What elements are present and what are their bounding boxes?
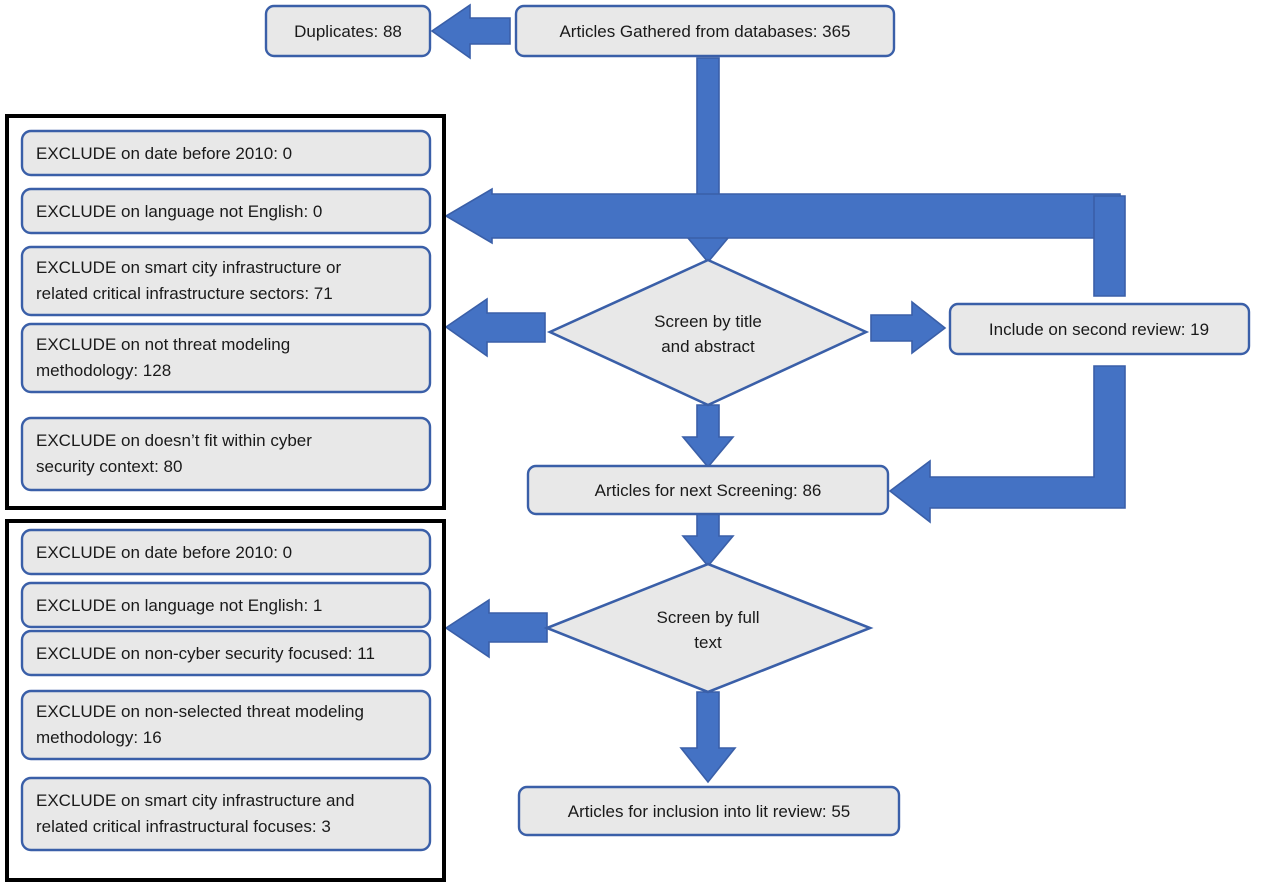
node-include-second-review-label: Include on second review: 19 bbox=[989, 320, 1209, 339]
exclusion-item-label-line2: related critical infrastructural focuses… bbox=[36, 817, 331, 836]
exclusion-item[interactable]: EXCLUDE on language not English: 0 bbox=[20, 187, 432, 235]
exclusion-item-label: EXCLUDE on date before 2010: 0 bbox=[36, 144, 292, 163]
connector-next-screening-to-screen-full bbox=[681, 512, 735, 568]
node-include-second-review[interactable]: Include on second review: 19 bbox=[948, 302, 1251, 356]
exclusion-item-label: EXCLUDE on smart city infrastructure or bbox=[36, 258, 341, 277]
exclusion-item[interactable]: EXCLUDE on non-cyber security focused: 1… bbox=[20, 629, 432, 677]
exclusion-item-label: EXCLUDE on date before 2010: 0 bbox=[36, 543, 292, 562]
exclusion-group-2: EXCLUDE on date before 2010: 0 EXCLUDE o… bbox=[5, 519, 446, 882]
exclusion-item-label: EXCLUDE on non-cyber security focused: 1… bbox=[36, 644, 375, 663]
node-screen-by-title[interactable]: Screen by title and abstract bbox=[546, 258, 870, 407]
connector-gathered-to-duplicates bbox=[430, 3, 511, 60]
node-articles-for-inclusion-label: Articles for inclusion into lit review: … bbox=[568, 802, 851, 821]
connector-screen-full-to-inclusion bbox=[679, 691, 737, 784]
exclusion-item-label: EXCLUDE on not threat modeling bbox=[36, 335, 290, 354]
connector-screen-title-to-second-review bbox=[870, 300, 947, 355]
connector-screen-title-to-next-screening bbox=[681, 404, 735, 469]
node-duplicates[interactable]: Duplicates: 88 bbox=[264, 4, 432, 58]
connector-elbow-top-right bbox=[1093, 195, 1126, 297]
node-screen-by-full-text-line1: Screen by full bbox=[657, 608, 760, 627]
exclusion-group-1: EXCLUDE on date before 2010: 0 EXCLUDE o… bbox=[5, 114, 446, 510]
exclusion-item[interactable]: EXCLUDE on smart city infrastructure or … bbox=[20, 245, 432, 317]
exclusion-item-label-line2: security context: 80 bbox=[36, 457, 182, 476]
exclusion-item[interactable]: EXCLUDE on language not English: 1 bbox=[20, 581, 432, 629]
connector-screen-title-exclude-arrow bbox=[444, 297, 546, 358]
exclusion-item[interactable]: EXCLUDE on non-selected threat modeling … bbox=[20, 689, 432, 761]
node-screen-by-title-line1: Screen by title bbox=[654, 312, 762, 331]
connector-second-review-to-next-screening bbox=[888, 365, 1126, 524]
exclusion-group-2-frame bbox=[5, 519, 446, 882]
connector-screen-title-to-exclusions-1 bbox=[444, 187, 1121, 245]
node-articles-gathered-label: Articles Gathered from databases: 365 bbox=[559, 22, 850, 41]
exclusion-item-label: EXCLUDE on smart city infrastructure and bbox=[36, 791, 354, 810]
node-duplicates-label: Duplicates: 88 bbox=[294, 22, 402, 41]
exclusion-group-1-frame bbox=[5, 114, 446, 510]
node-next-screening[interactable]: Articles for next Screening: 86 bbox=[526, 464, 890, 516]
exclusion-item-label: EXCLUDE on non-selected threat modeling bbox=[36, 702, 364, 721]
exclusion-item[interactable]: EXCLUDE on date before 2010: 0 bbox=[20, 129, 432, 177]
node-next-screening-label: Articles for next Screening: 86 bbox=[595, 481, 822, 500]
exclusion-item[interactable]: EXCLUDE on date before 2010: 0 bbox=[20, 528, 432, 576]
node-screen-by-title-line2: and abstract bbox=[661, 337, 755, 356]
exclusion-item[interactable]: EXCLUDE on doesn’t fit within cyber secu… bbox=[20, 416, 432, 492]
node-screen-by-full-text[interactable]: Screen by full text bbox=[543, 562, 874, 694]
node-screen-by-full-text-line2: text bbox=[694, 633, 722, 652]
exclusion-item-label-line2: methodology: 128 bbox=[36, 361, 171, 380]
exclusion-item[interactable]: EXCLUDE on smart city infrastructure and… bbox=[20, 776, 432, 852]
node-articles-gathered[interactable]: Articles Gathered from databases: 365 bbox=[514, 4, 896, 58]
exclusion-item-label: EXCLUDE on doesn’t fit within cyber bbox=[36, 431, 312, 450]
exclusion-item-label-line2: methodology: 16 bbox=[36, 728, 162, 747]
exclusion-item-label: EXCLUDE on language not English: 0 bbox=[36, 202, 322, 221]
exclusion-item[interactable]: EXCLUDE on not threat modeling methodolo… bbox=[20, 322, 432, 394]
connector-screen-full-exclude-arrow bbox=[444, 598, 548, 659]
exclusion-item-label-line2: related critical infrastructure sectors:… bbox=[36, 284, 333, 303]
node-articles-for-inclusion[interactable]: Articles for inclusion into lit review: … bbox=[517, 785, 901, 837]
exclusion-item-label: EXCLUDE on language not English: 1 bbox=[36, 596, 322, 615]
